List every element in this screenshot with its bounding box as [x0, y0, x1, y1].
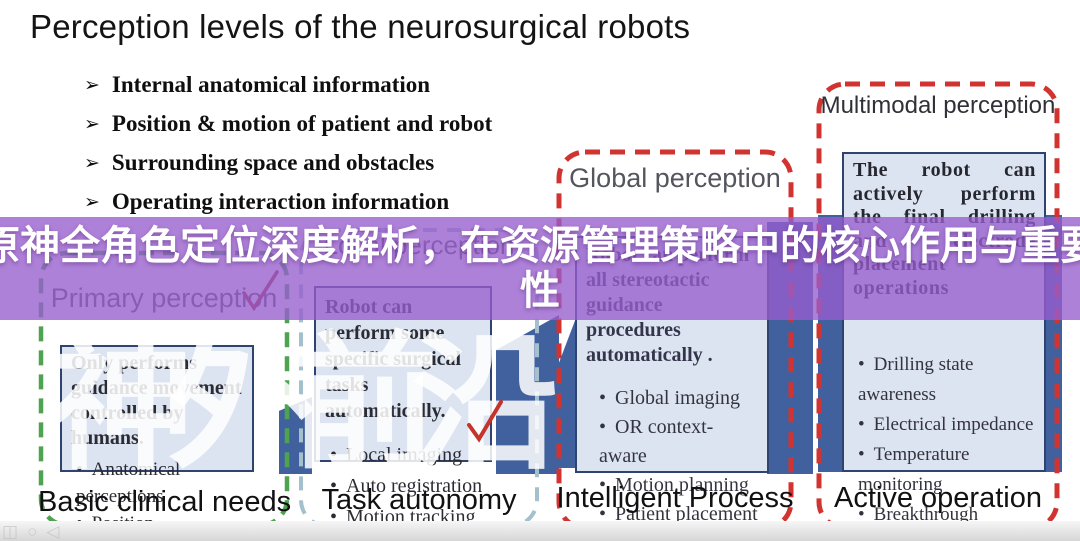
checkmark-icon: [467, 400, 503, 443]
top-bullet-item: Surrounding space and obstacles: [84, 144, 492, 183]
column-global-title: Global perception: [569, 163, 781, 193]
box-bullet-item: Local imaging: [330, 440, 484, 471]
box-bullet-item: Drilling state awareness: [858, 350, 1038, 410]
box-bullet-item: OR context-aware: [599, 413, 761, 471]
circle-icon: ○: [27, 522, 47, 541]
box-intro-text: Only performs guidance movement controll…: [71, 352, 242, 449]
column-multimodal-label: Active operation: [834, 482, 1042, 514]
top-bullet-list: Internal anatomical informationPosition …: [84, 66, 492, 222]
box-bullet-item: Global imaging: [599, 384, 761, 413]
headline-line-2: 性: [520, 268, 560, 313]
top-bullet-item: Internal anatomical information: [84, 66, 492, 105]
slide-title: Perception levels of the neurosurgical r…: [30, 8, 691, 45]
box-bullet-item: Auto registration: [330, 471, 484, 502]
box-bullet-item: Anatomical perceptions: [76, 456, 246, 510]
box-bullet-item: Temperature monitoring: [858, 440, 1038, 500]
column-global-label: Intelligent Process: [556, 482, 794, 514]
grid-icon: ◫: [2, 522, 28, 541]
top-bullet-item: Operating interaction information: [84, 183, 492, 222]
column-primary-label: Basic clinical needs: [38, 486, 292, 518]
box-bullet-item: Patient placement: [599, 500, 761, 529]
headline-line-1: 原神全角色定位深度解析，在资源管理策略中的核心作用与重要: [0, 223, 1080, 268]
triangle-icon: ◁: [46, 522, 69, 541]
box-bullet-list: Global imagingOR context-awareMotion pla…: [577, 384, 767, 529]
box-bullet-list: Drilling state awarenessElectrical imped…: [844, 350, 1044, 541]
column-multimodal-title: Multimodal perception: [820, 92, 1056, 119]
staircase-step: [279, 397, 312, 474]
top-bullet-item: Position & motion of patient and robot: [84, 105, 492, 144]
box-bullet-item: Electrical impedance: [858, 410, 1038, 440]
column-local-label: Task autonomy: [321, 484, 517, 516]
box-bullet-item: Motion planning: [599, 471, 761, 500]
bottom-strip: [0, 521, 1080, 541]
watermark-text: 神外前沿: [46, 322, 560, 487]
headline-banner: 原神全角色定位深度解析，在资源管理策略中的核心作用与重要 性: [0, 217, 1080, 320]
